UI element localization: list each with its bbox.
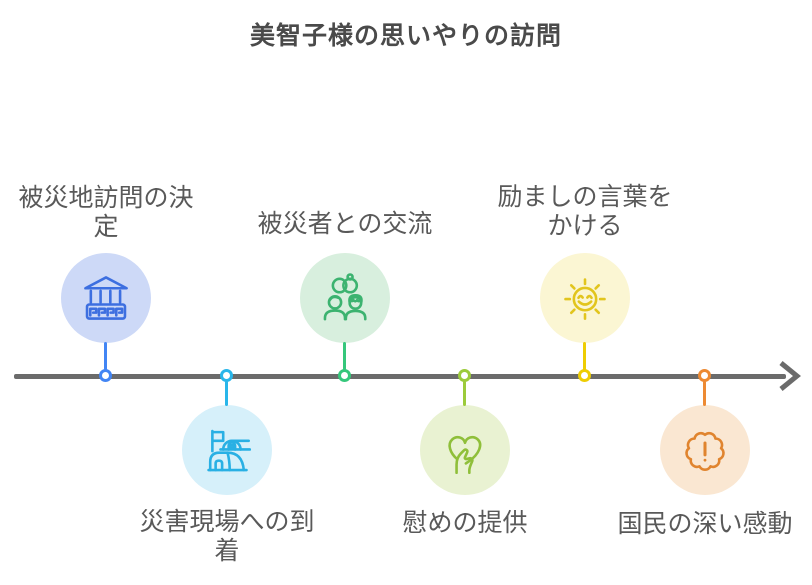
museum-icon (84, 276, 128, 320)
step-marker-dot (220, 369, 233, 382)
step-circle-encouragement (540, 253, 630, 343)
step-circle-interaction (300, 253, 390, 343)
smiling-sun-icon (564, 278, 606, 320)
step-circle-visit-decision (61, 253, 151, 343)
step-circle-national-emotion (660, 405, 750, 495)
step-marker-dot (698, 369, 711, 382)
step-connector (104, 342, 107, 370)
step-connector (463, 381, 466, 406)
arrow-right-icon (779, 361, 801, 391)
step-label: 国民の深い感動 (617, 509, 793, 538)
step-connector (343, 342, 346, 370)
step-label: 災害現場への到着 (139, 507, 315, 565)
step-marker-dot (99, 369, 112, 382)
step-marker-dot (338, 369, 351, 382)
camp-icon (207, 429, 252, 472)
step-circle-arrival (182, 405, 272, 495)
hand-holding-heart-icon (448, 435, 482, 475)
step-label: 被災地訪問の決定 (18, 183, 194, 241)
step-connector (703, 381, 706, 406)
step-marker-dot (578, 369, 591, 382)
step-connector (225, 381, 228, 406)
step-label: 慰めの提供 (402, 508, 528, 537)
step-circle-comfort (420, 405, 510, 495)
badge-exclamation-icon (685, 431, 725, 471)
step-connector (583, 342, 586, 370)
step-label: 被災者との交流 (257, 209, 433, 238)
timeline-axis (14, 374, 786, 379)
page-title: 美智子様の思いやりの訪問 (249, 21, 562, 50)
step-label: 励ましの言葉をかける (497, 182, 673, 240)
step-marker-dot (458, 369, 471, 382)
people-exchange-icon (323, 273, 367, 321)
